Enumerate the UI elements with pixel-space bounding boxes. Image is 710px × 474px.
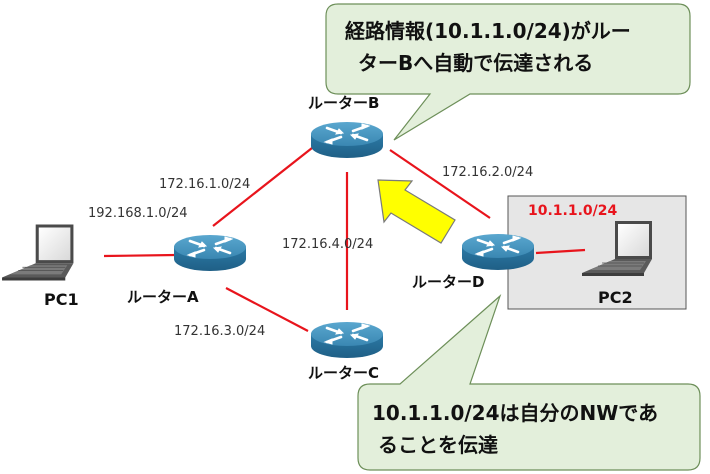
bottom-callout-line2: ることを伝達 bbox=[378, 433, 498, 457]
top-callout-line1: 経路情報(10.1.1.0/24)がルー bbox=[345, 19, 631, 43]
bottom-callout-line1: 10.1.1.0/24は自分のNWであ bbox=[372, 401, 658, 425]
top-callout-bubble bbox=[325, 3, 691, 141]
router-a-icon bbox=[172, 233, 248, 273]
link-router-a-router-b bbox=[212, 147, 313, 227]
pc1-label: PC1 bbox=[44, 290, 79, 309]
pc2-label: PC2 bbox=[598, 288, 633, 307]
pc1-laptop-icon bbox=[1, 223, 74, 282]
route-advertise-arrow bbox=[377, 179, 456, 244]
link-pc1-router-a bbox=[103, 253, 177, 258]
network-label-a-b: 172.16.1.0/24 bbox=[159, 177, 250, 192]
router-b-icon bbox=[309, 120, 385, 160]
router-d-label: ルーターD bbox=[412, 273, 484, 291]
network-label-pc2: 10.1.1.0/24 bbox=[528, 203, 618, 219]
network-label-b-c: 172.16.4.0/24 bbox=[282, 237, 373, 252]
router-c-icon bbox=[309, 320, 385, 360]
network-label-b-d: 172.16.2.0/24 bbox=[442, 165, 533, 180]
link-router-d-pc2 bbox=[535, 248, 586, 255]
network-label-a-c: 172.16.3.0/24 bbox=[174, 324, 265, 339]
link-router-b-router-d bbox=[389, 149, 491, 219]
link-router-a-router-c bbox=[225, 287, 309, 332]
top-callout-line2: ターBへ自動で伝達される bbox=[358, 51, 593, 75]
router-c-label: ルーターC bbox=[308, 364, 379, 382]
router-a-label: ルーターA bbox=[127, 288, 199, 306]
network-links bbox=[103, 147, 586, 332]
router-d-icon bbox=[460, 232, 536, 272]
network-label-pc1-a: 192.168.1.0/24 bbox=[88, 206, 188, 221]
router-b-label: ルーターB bbox=[308, 94, 379, 112]
bottom-callout-bubble bbox=[357, 294, 701, 471]
